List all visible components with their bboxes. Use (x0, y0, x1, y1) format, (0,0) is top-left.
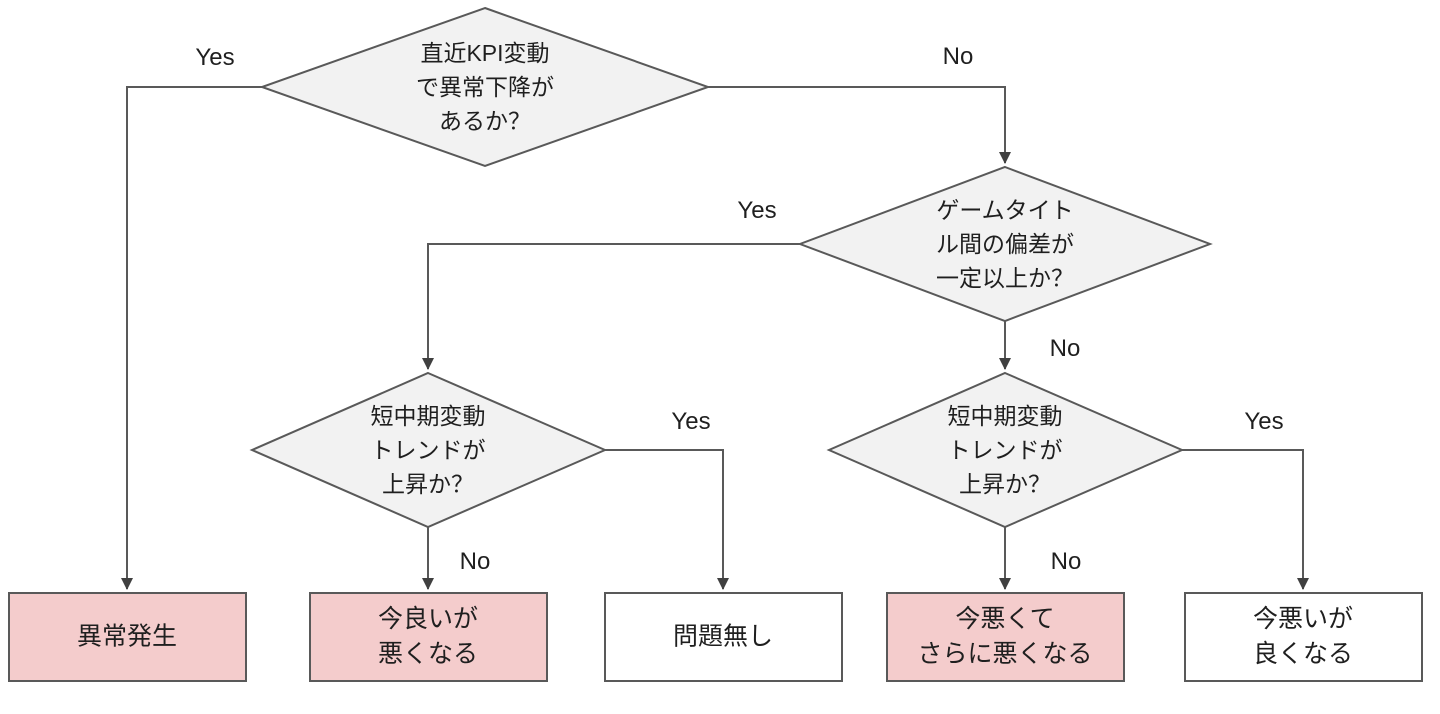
diamond-title-deviation (797, 165, 1213, 323)
edge-label-d3-yes: Yes (671, 408, 711, 435)
edge-label-d4-yes: Yes (1244, 408, 1284, 435)
outcome-text-bad-now-worsens: 今悪くて さらに悪くなる (917, 605, 1093, 668)
outcome-box-no-problem (604, 592, 843, 682)
outcome-text-anomaly: 異常発生 (76, 622, 178, 651)
edge-label-d1-no: No (942, 43, 974, 70)
edge-d2-yes-to-d3 (422, 243, 800, 370)
edge-label-d4-no: No (1050, 548, 1082, 575)
edge-d4-yes-to-bad-now-improves (1182, 449, 1309, 590)
outcome-text-bad-now-improves: 今悪いが 良くなる (1252, 605, 1354, 668)
edge-d3-yes-to-no-problem (605, 449, 729, 590)
decision-text-trend-left: 短中期変動 トレンドが 上昇か？ (370, 403, 486, 497)
edge-label-d3-no: No (459, 548, 491, 575)
outcome-box-anomaly (8, 592, 247, 682)
outcome-box-bad-now-improves (1184, 592, 1423, 682)
decision-text-title-deviation: ゲームタイト ル間の偏差が 一定以上か？ (936, 197, 1074, 291)
outcome-box-good-now-worsens (309, 592, 548, 682)
diamond-recent-kpi-drop (259, 6, 711, 168)
outcome-text-no-problem: 問題無し (672, 622, 774, 651)
decision-text-recent-kpi-drop: 直近KPI変動 で異常下降が あるか？ (416, 40, 554, 134)
edge-d1-yes-to-anomaly (121, 86, 262, 590)
diamond-trend-right (826, 371, 1185, 529)
outcome-box-bad-now-worsens (886, 592, 1125, 682)
edge-label-d2-yes: Yes (737, 197, 777, 224)
edge-d1-no-to-d2 (708, 86, 1011, 164)
edge-label-d1-yes: Yes (195, 44, 235, 71)
edge-label-d2-no: No (1049, 335, 1081, 362)
diamond-trend-left (249, 371, 608, 529)
outcome-text-good-now-worsens: 今良いが 悪くなる (377, 605, 479, 668)
decision-text-trend-right: 短中期変動 トレンドが 上昇か？ (947, 403, 1063, 497)
